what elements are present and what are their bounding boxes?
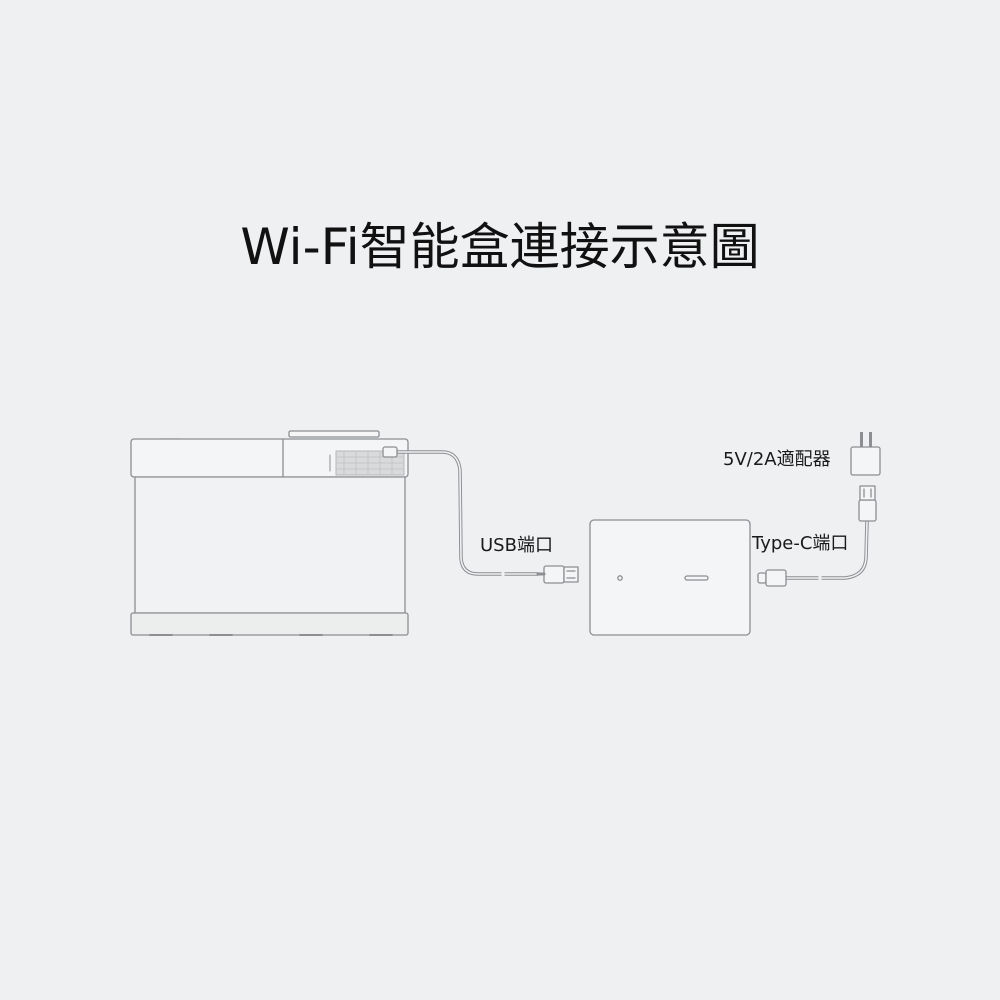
wifi-smart-box: [589, 519, 751, 636]
adapter-label: 5V/2A適配器: [723, 449, 831, 470]
typec-port-label: Type-C端口: [752, 533, 849, 554]
diagram-title: Wi-Fi智能盒連接示意圖: [240, 218, 760, 276]
typec-cable: [783, 520, 869, 584]
usb-cable: [382, 446, 540, 580]
typec-plug-icon: [757, 569, 787, 587]
appliance: [130, 430, 409, 636]
usb-port-label: USB端口: [480, 535, 553, 556]
adapter-usb-plug-icon: [858, 485, 877, 522]
usb-plug-icon: [536, 565, 579, 584]
power-adapter-icon: [850, 432, 881, 476]
